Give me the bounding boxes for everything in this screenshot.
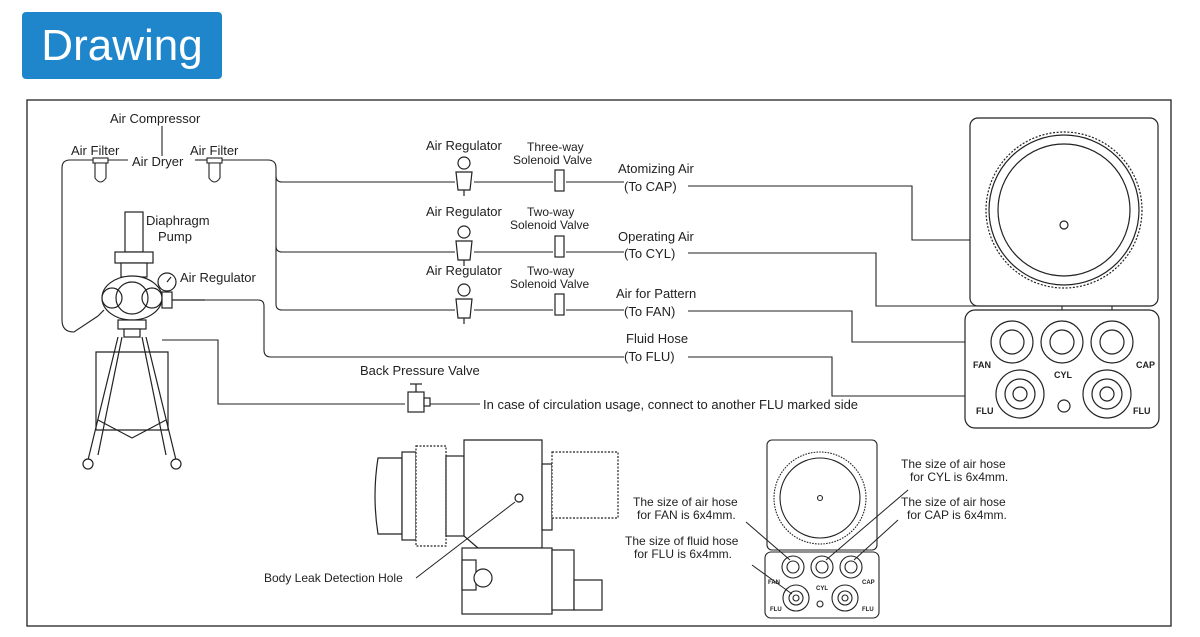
air-compressor-label: Air Compressor xyxy=(110,111,201,126)
diaphragm-pump-label-line1: Diaphragm xyxy=(146,213,210,228)
note-cap-line1: The size of air hose xyxy=(901,495,1006,509)
solenoid-valve-3-icon xyxy=(554,293,565,316)
note-cyl-line1: The size of air hose xyxy=(901,457,1006,471)
back-pressure-valve-icon xyxy=(407,383,431,413)
back-pressure-valve-label: Back Pressure Valve xyxy=(360,363,480,378)
port-label-flu-right: FLU xyxy=(1133,406,1151,416)
branch-lines xyxy=(275,168,624,311)
pump-air-regulator-label: Air Regulator xyxy=(180,270,257,285)
small-port-label-flu-right: FLU xyxy=(862,607,874,613)
line-flu-label-line1: Fluid Hose xyxy=(626,331,688,346)
gun-rear-panel xyxy=(964,117,1160,429)
line-cap-label-line2: (To CAP) xyxy=(624,179,677,194)
note-fan-line2: for FAN is 6x4mm. xyxy=(637,508,736,522)
air-regulator-2-icon xyxy=(455,225,473,266)
air-filter-right-label: Air Filter xyxy=(190,143,239,158)
solenoid-valve-1-label-line2: Solenoid Valve xyxy=(513,153,592,167)
solenoid-valve-2-icon xyxy=(554,235,565,258)
solenoid-valve-3-label-line1: Two-way xyxy=(527,264,574,278)
note-flu-line2: for FLU is 6x4mm. xyxy=(634,547,732,561)
small-port-label-flu-left: FLU xyxy=(770,607,782,613)
solenoid-valve-1-label-line1: Three-way xyxy=(527,140,584,154)
pump-air-regulator-icon xyxy=(157,272,205,309)
small-port-label-cyl: CYL xyxy=(816,586,828,592)
note-cyl-line2: for CYL is 6x4mm. xyxy=(910,470,1008,484)
circulation-note: In case of circulation usage, connect to… xyxy=(483,397,858,412)
air-filter-left-label: Air Filter xyxy=(71,143,120,158)
air-supply-line xyxy=(61,126,277,333)
gun-rear-knurl-ring xyxy=(415,445,447,547)
air-regulator-1-label: Air Regulator xyxy=(426,138,503,153)
gun-side-view xyxy=(374,439,619,615)
small-port-label-cap: CAP xyxy=(862,580,875,586)
pump-lines xyxy=(162,299,624,405)
port-label-fan: FAN xyxy=(973,360,991,370)
line-cap-label-line1: Atomizing Air xyxy=(618,161,695,176)
port-label-cyl: CYL xyxy=(1054,370,1073,380)
body-leak-leader xyxy=(415,501,516,579)
solenoid-valve-2-label-line1: Two-way xyxy=(527,205,574,219)
port-label-cap: CAP xyxy=(1136,360,1155,370)
line-flu-label-line2: (To FLU) xyxy=(624,349,675,364)
diagram-frame xyxy=(26,99,1172,627)
solenoid-valve-1-icon xyxy=(554,169,565,192)
line-fan-label-line1: Air for Pattern xyxy=(616,286,696,301)
diaphragm-pump-assembly xyxy=(82,211,182,470)
small-port-label-fan: FAN xyxy=(768,580,780,586)
air-regulator-2-label: Air Regulator xyxy=(426,204,503,219)
air-filter-left-icon xyxy=(92,157,109,183)
air-dryer-label: Air Dryer xyxy=(132,154,184,169)
solenoid-valve-3-label-line2: Solenoid Valve xyxy=(510,277,589,291)
note-cap-line2: for CAP is 6x4mm. xyxy=(907,508,1007,522)
line-cyl-label-line2: (To CYL) xyxy=(624,246,675,261)
note-leaders xyxy=(745,489,909,595)
diaphragm-pump-label-line2: Pump xyxy=(158,229,192,244)
gun-front-knurl-ring xyxy=(551,451,619,519)
page-title: Drawing xyxy=(22,12,222,79)
air-regulator-3-icon xyxy=(455,283,473,324)
air-filter-right-icon xyxy=(206,157,223,183)
port-label-flu-left: FLU xyxy=(976,406,994,416)
small-gun-rear-panel xyxy=(764,439,880,619)
body-leak-hole-icon xyxy=(514,493,524,503)
line-fan-label-line2: (To FAN) xyxy=(624,304,675,319)
line-cyl-label-line1: Operating Air xyxy=(618,229,695,244)
body-leak-hole-label: Body Leak Detection Hole xyxy=(264,571,403,585)
note-fan-line1: The size of air hose xyxy=(633,495,738,509)
note-flu-line1: The size of fluid hose xyxy=(625,534,739,548)
air-regulator-1-icon xyxy=(455,156,473,196)
solenoid-valve-2-label-line2: Solenoid Valve xyxy=(510,218,589,232)
air-regulator-3-label: Air Regulator xyxy=(426,263,503,278)
